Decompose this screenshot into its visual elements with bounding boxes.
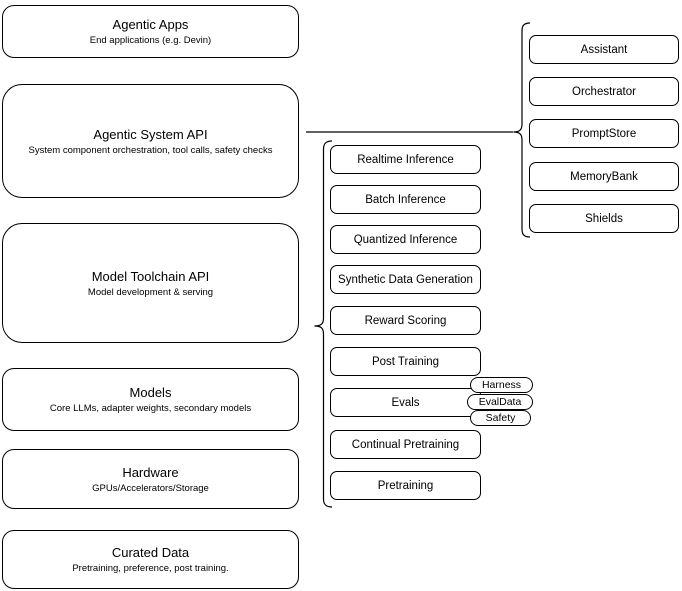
box-agentic-system-api: Agentic System API System component orch… xyxy=(2,84,299,198)
node-orchestrator: Orchestrator xyxy=(529,77,679,106)
box-agentic-apps: Agentic Apps End applications (e.g. Devi… xyxy=(2,5,299,58)
node-shields-label: Shields xyxy=(585,212,623,225)
node-post-training: Post Training xyxy=(330,347,481,376)
node-memorybank: MemoryBank xyxy=(529,162,679,191)
node-promptstore-label: PromptStore xyxy=(571,127,637,140)
node-continual-pretraining: Continual Pretraining xyxy=(330,430,481,459)
node-evals: Evals xyxy=(330,388,481,417)
node-evals-label: Evals xyxy=(391,396,420,409)
node-reward-scoring-label: Reward Scoring xyxy=(364,314,447,327)
node-promptstore: PromptStore xyxy=(529,119,679,148)
node-post-training-label: Post Training xyxy=(371,355,440,368)
box-curated-data-title: Curated Data xyxy=(111,545,190,560)
node-realtime-inference: Realtime Inference xyxy=(330,145,481,174)
node-synthetic-data-generation-label: Synthetic Data Generation xyxy=(338,273,473,286)
box-agentic-system-api-subtitle: System component orchestration, tool cal… xyxy=(28,144,273,156)
box-curated-data: Curated Data Pretraining, preference, po… xyxy=(2,530,299,589)
box-models: Models Core LLMs, adapter weights, secon… xyxy=(2,368,299,431)
box-agentic-system-api-title: Agentic System API xyxy=(93,126,208,142)
node-assistant-label: Assistant xyxy=(580,43,628,56)
pill-evaldata-label: EvalData xyxy=(478,396,522,408)
box-models-subtitle: Core LLMs, adapter weights, secondary mo… xyxy=(49,403,252,414)
node-memorybank-label: MemoryBank xyxy=(570,170,638,183)
box-agentic-apps-title: Agentic Apps xyxy=(112,17,189,32)
node-pretraining-label: Pretraining xyxy=(377,479,434,492)
box-hardware: Hardware GPUs/Accelerators/Storage xyxy=(2,449,299,509)
node-synthetic-data-generation: Synthetic Data Generation xyxy=(330,265,481,294)
node-continual-pretraining-label: Continual Pretraining xyxy=(351,438,460,451)
box-hardware-title: Hardware xyxy=(122,464,179,480)
pill-harness: Harness xyxy=(470,377,533,393)
node-realtime-inference-label: Realtime Inference xyxy=(357,153,454,166)
node-batch-inference-label: Batch Inference xyxy=(365,193,446,206)
pill-harness-label: Harness xyxy=(481,379,522,391)
pill-safety-label: Safety xyxy=(485,412,516,424)
box-agentic-apps-subtitle: End applications (e.g. Devin) xyxy=(89,35,212,46)
node-pretraining: Pretraining xyxy=(330,471,481,500)
node-quantized-inference: Quantized Inference xyxy=(330,225,481,254)
box-curated-data-subtitle: Pretraining, preference, post training. xyxy=(72,563,229,574)
node-reward-scoring: Reward Scoring xyxy=(330,306,481,335)
node-shields: Shields xyxy=(529,204,679,233)
system-components-brace xyxy=(513,22,531,238)
box-hardware-subtitle: GPUs/Accelerators/Storage xyxy=(92,482,209,494)
box-models-title: Models xyxy=(129,385,172,400)
node-batch-inference: Batch Inference xyxy=(330,185,481,214)
box-model-toolchain-api-title: Model Toolchain API xyxy=(91,268,210,284)
node-assistant: Assistant xyxy=(529,35,679,64)
node-orchestrator-label: Orchestrator xyxy=(572,85,636,98)
pill-evaldata: EvalData xyxy=(467,394,533,410)
node-quantized-inference-label: Quantized Inference xyxy=(353,233,458,246)
box-model-toolchain-api: Model Toolchain API Model development & … xyxy=(2,223,299,343)
pill-safety: Safety xyxy=(470,410,531,426)
box-model-toolchain-api-subtitle: Model development & serving xyxy=(87,286,214,298)
